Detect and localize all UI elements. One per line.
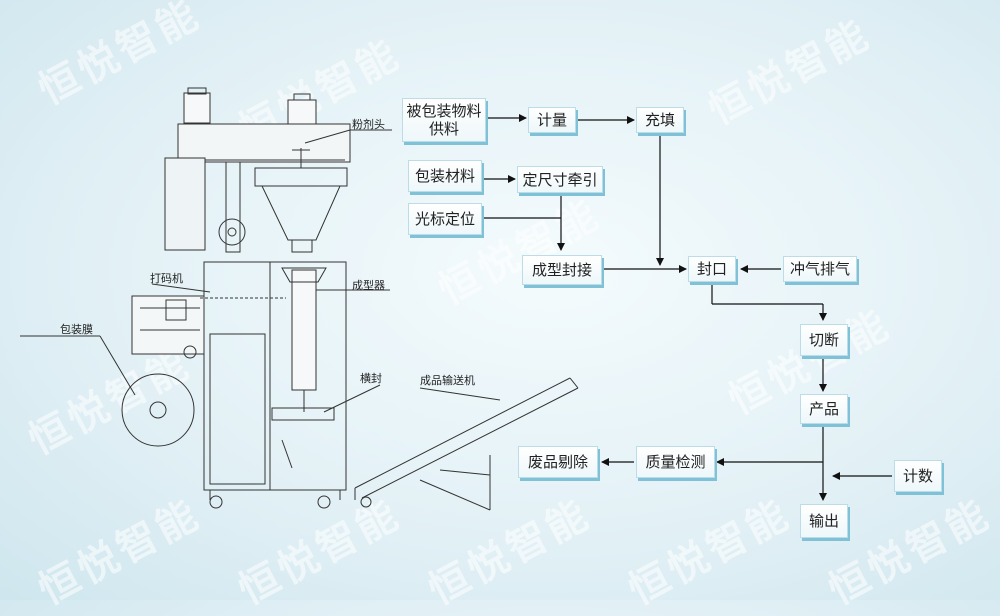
node-label: 定尺寸牵引 [522, 170, 598, 189]
node-material-supply: 被包装物料 供料 [402, 98, 486, 142]
node-quality-check: 质量检测 [636, 446, 715, 478]
node-packaging-material: 包装材料 [408, 160, 482, 192]
node-metering: 计量 [528, 107, 576, 133]
coder-label: 打码机 [150, 272, 183, 285]
node-photo-position: 光标定位 [408, 203, 482, 235]
conveyor-label: 成品输送机 [420, 374, 475, 387]
node-filling: 充填 [636, 107, 684, 133]
film-label: 包装膜 [60, 323, 93, 336]
node-label: 被包装物料 供料 [406, 102, 482, 138]
node-reject: 废品剔除 [518, 446, 598, 478]
node-label: 充填 [644, 111, 675, 129]
packaging-machine-drawing [20, 87, 892, 511]
node-label: 成型封接 [531, 261, 592, 279]
node-label: 切断 [808, 331, 839, 349]
former-label: 成型器 [352, 279, 385, 292]
node-label: 包装材料 [414, 167, 475, 185]
node-counting: 计数 [894, 460, 942, 492]
node-forming-seal: 成型封接 [522, 255, 602, 285]
node-label: 产品 [808, 400, 839, 418]
node-label: 计量 [536, 111, 567, 129]
node-output: 输出 [800, 504, 848, 538]
node-label: 冲气排气 [789, 260, 850, 278]
node-product: 产品 [800, 394, 848, 424]
node-label: 质量检测 [645, 453, 706, 471]
node-label: 光标定位 [414, 210, 475, 228]
node-label: 废品剔除 [527, 453, 588, 471]
node-gas-flush: 冲气排气 [783, 256, 857, 282]
node-fixed-length-pull: 定尺寸牵引 [517, 166, 603, 193]
node-label: 输出 [808, 512, 839, 530]
node-cutting: 切断 [800, 324, 848, 356]
node-label: 计数 [902, 467, 933, 485]
horizontal-seal-label: 横封 [360, 372, 382, 385]
node-sealing: 封口 [688, 256, 736, 282]
powder-head-label: 粉剂头 [352, 118, 385, 131]
node-label: 封口 [696, 260, 727, 278]
